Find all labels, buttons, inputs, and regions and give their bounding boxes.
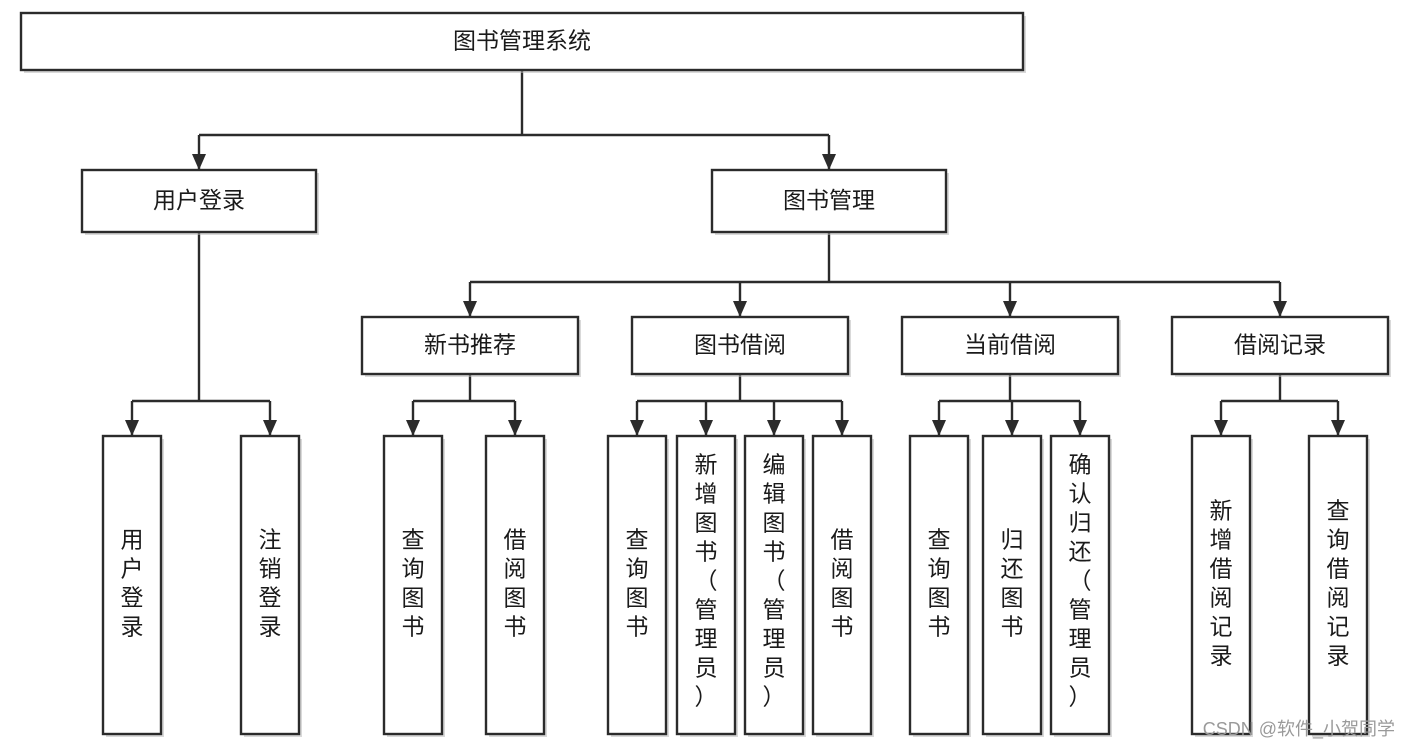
- node-leaf-query-record[interactable]: 查询借阅记录: [1307, 434, 1370, 737]
- node-label: 注销登录: [259, 527, 282, 640]
- arrow-head-icon: [767, 420, 781, 436]
- arrow-head-icon: [1073, 420, 1087, 436]
- node-label: 新增图书（管理员）: [695, 452, 718, 710]
- node-box[interactable]: [710, 168, 948, 234]
- arrow-head-icon: [1273, 301, 1287, 317]
- node-box[interactable]: [981, 434, 1043, 736]
- node-current-borrow[interactable]: 当前借阅: [900, 315, 1121, 377]
- node-root[interactable]: 图书管理系统: [19, 11, 1026, 73]
- arrow-head-icon: [1003, 301, 1017, 317]
- node-leaf-query-book-borrow[interactable]: 查询图书: [606, 434, 669, 737]
- arrow-head-icon: [733, 301, 747, 317]
- node-label: 用户登录: [121, 527, 144, 640]
- node-box[interactable]: [743, 434, 805, 736]
- node-label: 借阅记录: [1234, 332, 1326, 358]
- node-leaf-query-book-rec[interactable]: 查询图书: [382, 434, 445, 737]
- node-box[interactable]: [360, 315, 580, 376]
- node-book-manage[interactable]: 图书管理: [710, 168, 949, 235]
- node-new-book-rec[interactable]: 新书推荐: [360, 315, 581, 377]
- node-leaf-borrow-book[interactable]: 借阅图书: [811, 434, 874, 737]
- node-box[interactable]: [811, 434, 873, 736]
- connector-root: [192, 70, 836, 170]
- node-label: 查询图书: [402, 527, 425, 640]
- node-label: 图书管理系统: [453, 28, 591, 54]
- arrow-head-icon: [406, 420, 420, 436]
- node-box[interactable]: [1307, 434, 1369, 736]
- arrow-head-icon: [1214, 420, 1228, 436]
- node-label: 借阅图书: [831, 527, 854, 640]
- node-leaf-query-book-current[interactable]: 查询图书: [908, 434, 971, 737]
- arrow-head-icon: [508, 420, 522, 436]
- arrow-head-icon: [822, 154, 836, 170]
- arrow-head-icon: [192, 154, 206, 170]
- node-box[interactable]: [101, 434, 163, 736]
- node-leaf-add-record[interactable]: 新增借阅记录: [1190, 434, 1253, 737]
- connector-current-borrow: [932, 374, 1087, 436]
- node-label: 查询借阅记录: [1327, 498, 1350, 669]
- arrow-head-icon: [932, 420, 946, 436]
- node-leaf-user-login[interactable]: 用户登录: [101, 434, 164, 737]
- arrow-head-icon: [1331, 420, 1345, 436]
- node-label: 借阅图书: [504, 527, 527, 640]
- node-label: 图书管理: [783, 187, 875, 213]
- node-box[interactable]: [630, 315, 850, 376]
- node-box[interactable]: [80, 168, 318, 234]
- arrow-head-icon: [699, 420, 713, 436]
- arrow-head-icon: [263, 420, 277, 436]
- connector-user-login: [125, 232, 277, 436]
- node-box[interactable]: [1170, 315, 1390, 376]
- node-label: 新书推荐: [424, 332, 516, 358]
- node-leaf-edit-book[interactable]: 编辑图书（管理员）: [743, 434, 806, 737]
- node-box[interactable]: [1190, 434, 1252, 736]
- node-label: 用户登录: [153, 187, 245, 213]
- node-layer: 图书管理系统用户登录图书管理新书推荐图书借阅当前借阅借阅记录用户登录注销登录查询…: [19, 11, 1391, 737]
- connector-book-borrow: [630, 374, 849, 436]
- node-leaf-logout[interactable]: 注销登录: [239, 434, 302, 737]
- arrow-head-icon: [835, 420, 849, 436]
- node-borrow-record[interactable]: 借阅记录: [1170, 315, 1391, 377]
- arrow-head-icon: [1005, 420, 1019, 436]
- node-box[interactable]: [484, 434, 546, 736]
- node-label: 当前借阅: [964, 332, 1056, 358]
- node-leaf-return-book[interactable]: 归还图书: [981, 434, 1044, 737]
- node-label: 新增借阅记录: [1210, 498, 1233, 669]
- arrow-head-icon: [125, 420, 139, 436]
- node-box[interactable]: [239, 434, 301, 736]
- node-box[interactable]: [382, 434, 444, 736]
- arrow-head-icon: [463, 301, 477, 317]
- node-user-login[interactable]: 用户登录: [80, 168, 319, 235]
- node-box[interactable]: [900, 315, 1120, 376]
- node-leaf-add-book[interactable]: 新增图书（管理员）: [675, 434, 738, 737]
- connector-layer: [125, 70, 1345, 436]
- node-label: 归还图书: [1001, 527, 1024, 640]
- node-box[interactable]: [1049, 434, 1111, 736]
- arrow-head-icon: [630, 420, 644, 436]
- node-box[interactable]: [675, 434, 737, 736]
- node-book-borrow[interactable]: 图书借阅: [630, 315, 851, 377]
- node-leaf-borrow-book-rec[interactable]: 借阅图书: [484, 434, 547, 737]
- node-box[interactable]: [908, 434, 970, 736]
- node-box[interactable]: [606, 434, 668, 736]
- node-leaf-confirm-return[interactable]: 确认归还（管理员）: [1049, 434, 1112, 737]
- node-label: 查询图书: [928, 527, 951, 640]
- node-label: 编辑图书（管理员）: [763, 452, 786, 710]
- node-label: 查询图书: [626, 527, 649, 640]
- connector-book-manage: [463, 232, 1287, 317]
- node-label: 确认归还（管理员）: [1069, 452, 1092, 710]
- node-box[interactable]: [19, 11, 1025, 72]
- connector-borrow-record: [1214, 374, 1345, 436]
- connector-new-book-rec: [406, 374, 522, 436]
- node-label: 图书借阅: [694, 332, 786, 358]
